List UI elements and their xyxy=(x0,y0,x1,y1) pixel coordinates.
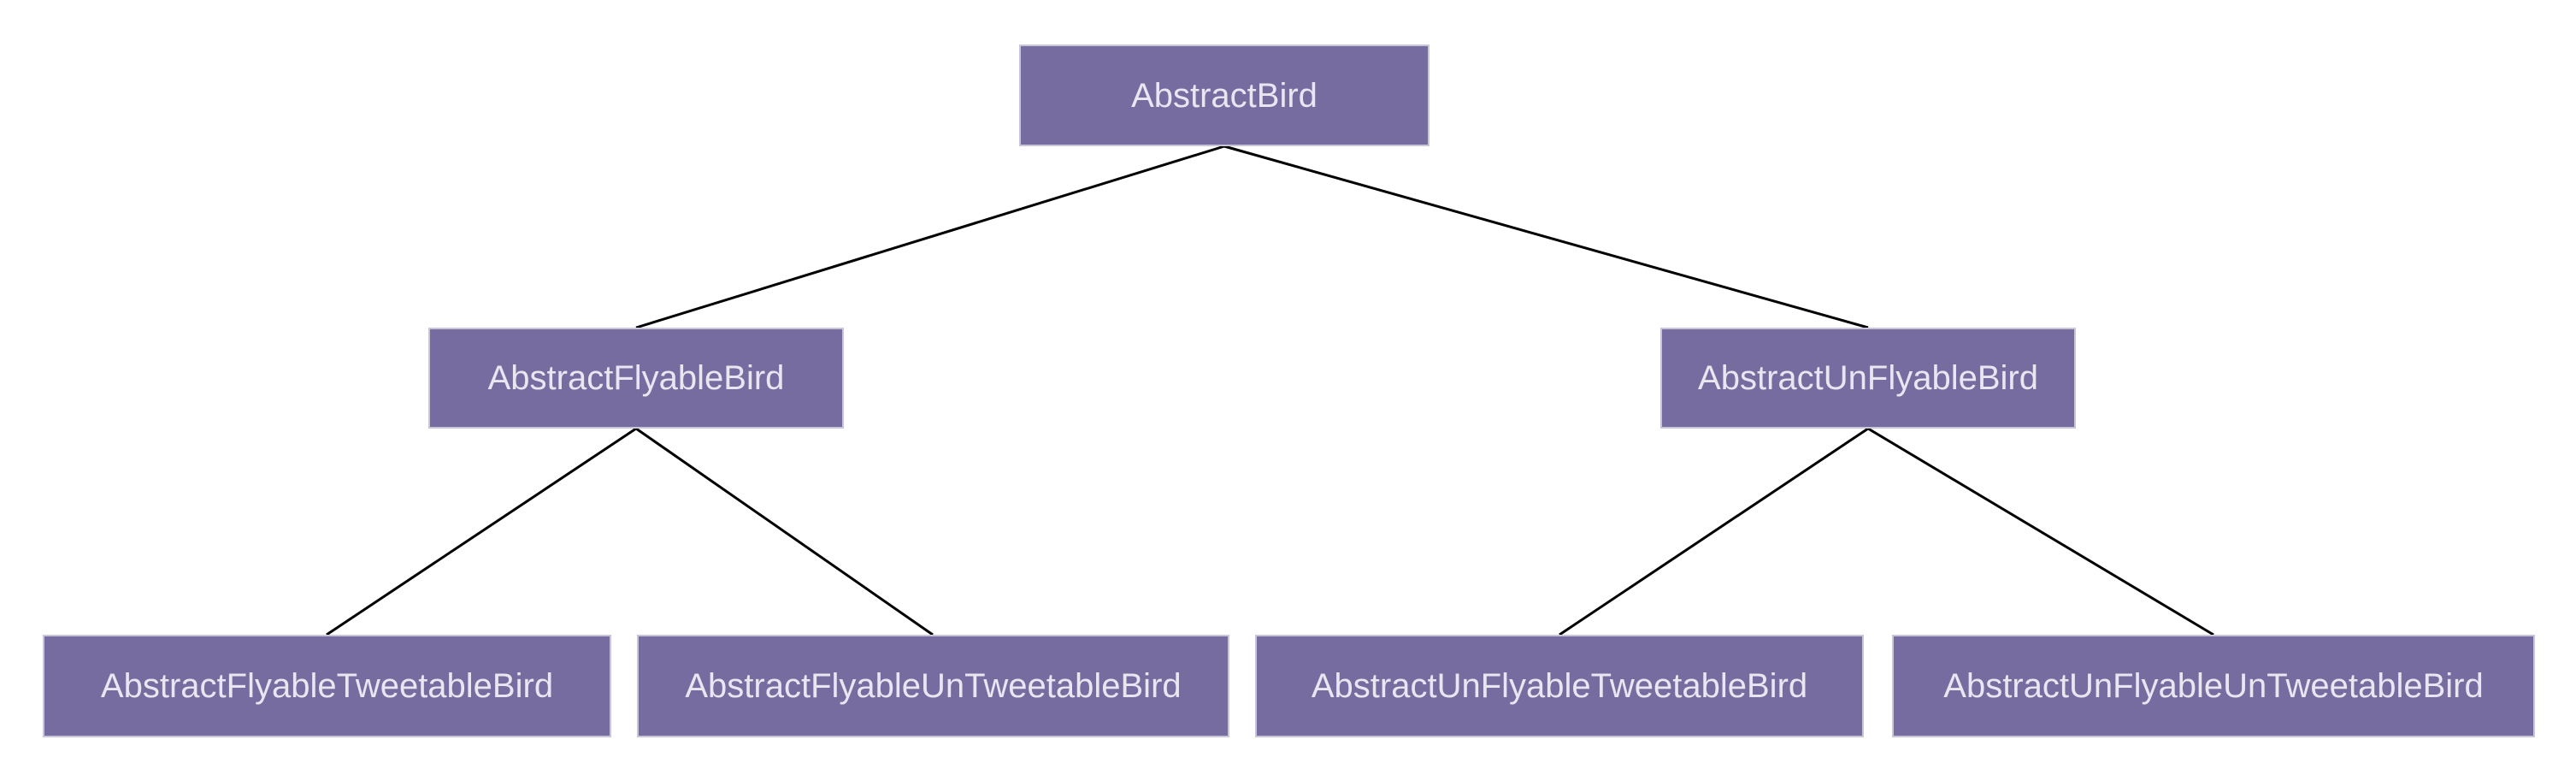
node-abstract-bird: AbstractBird xyxy=(1019,44,1429,146)
edge-bird-to-flyable xyxy=(635,145,1225,329)
node-abstract-flyable-bird: AbstractFlyableBird xyxy=(428,328,844,429)
node-abstract-unflyable-untweetable-bird: AbstractUnFlyableUnTweetableBird xyxy=(1892,635,2535,737)
edge-unflyable-to-tweetable xyxy=(1559,427,1869,636)
node-abstract-unflyable-bird: AbstractUnFlyableBird xyxy=(1660,328,2076,429)
edge-bird-to-unflyable xyxy=(1223,145,1869,329)
node-abstract-flyable-untweetable-bird: AbstractFlyableUnTweetableBird xyxy=(637,635,1229,737)
node-abstract-flyable-tweetable-bird: AbstractFlyableTweetableBird xyxy=(43,635,611,737)
edge-flyable-to-untweetable xyxy=(635,427,934,636)
edge-unflyable-to-untweetable xyxy=(1867,427,2214,636)
node-abstract-unflyable-tweetable-bird: AbstractUnFlyableTweetableBird xyxy=(1255,635,1864,737)
edge-flyable-to-tweetable xyxy=(326,427,637,636)
